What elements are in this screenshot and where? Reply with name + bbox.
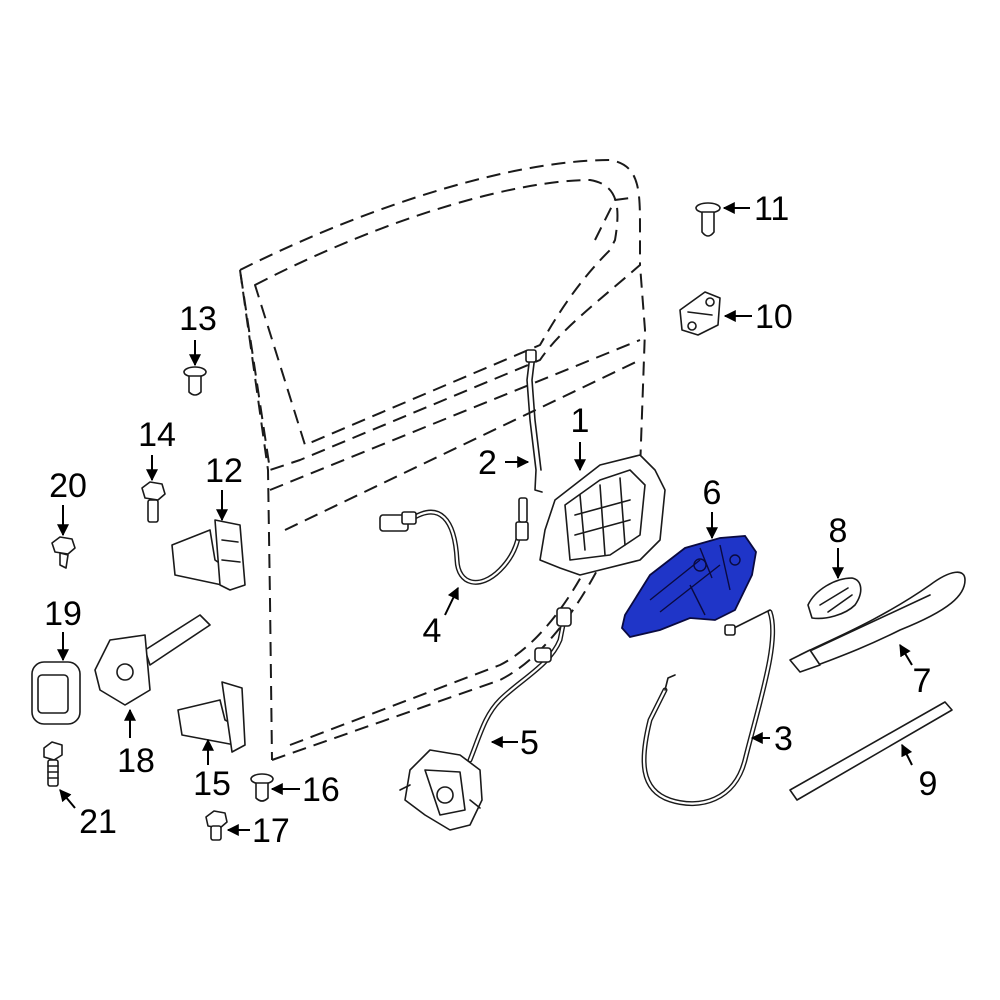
part-13-clip xyxy=(183,366,207,396)
part-5-actuator xyxy=(399,607,572,831)
callout-3: 3 xyxy=(774,720,793,758)
part-1-latch xyxy=(539,454,666,576)
part-9-seal-strip xyxy=(789,701,953,801)
callout-14: 14 xyxy=(138,416,176,454)
callout-9: 9 xyxy=(919,765,938,803)
callout-15: 15 xyxy=(193,765,231,803)
callout-6: 6 xyxy=(703,474,722,512)
part-11-clip xyxy=(695,202,721,237)
callout-5: 5 xyxy=(520,724,539,762)
part-2-rod xyxy=(525,349,543,493)
part-15-hinge xyxy=(177,681,246,753)
callout-19: 19 xyxy=(44,595,82,633)
callout-leaders xyxy=(57,202,913,836)
callout-10: 10 xyxy=(755,298,793,336)
callout-17: 17 xyxy=(252,812,290,850)
part-7-exterior-handle xyxy=(789,571,966,673)
callout-2: 2 xyxy=(478,444,497,482)
part-18-door-check xyxy=(94,614,211,706)
part-6-handle-carrier-highlighted xyxy=(621,535,757,638)
part-19-cap xyxy=(31,661,81,725)
part-20-screw xyxy=(51,536,76,569)
callout-4: 4 xyxy=(423,612,442,650)
callout-11: 11 xyxy=(754,190,789,228)
callout-18: 18 xyxy=(117,742,155,780)
callout-16: 16 xyxy=(302,771,340,809)
callout-13: 13 xyxy=(179,300,217,338)
part-21-bolt xyxy=(43,741,63,787)
callout-8: 8 xyxy=(829,512,848,550)
door-outline xyxy=(239,159,646,761)
part-16-clip xyxy=(250,773,274,802)
part-12-hinge xyxy=(171,519,246,591)
callout-21: 21 xyxy=(79,803,117,841)
part-17-bolt xyxy=(205,810,228,841)
part-8-cap xyxy=(807,577,862,620)
callout-labels: 1 2 3 4 5 6 7 8 9 10 11 12 13 14 15 16 1… xyxy=(44,190,937,850)
part-4-cable xyxy=(379,497,529,585)
callout-12: 12 xyxy=(205,452,243,490)
callout-1: 1 xyxy=(571,402,590,440)
part-10-striker xyxy=(679,291,721,336)
part-14-bolt xyxy=(141,481,166,523)
part-3-cable xyxy=(641,609,776,807)
callout-7: 7 xyxy=(913,662,932,700)
callout-20: 20 xyxy=(49,467,87,505)
